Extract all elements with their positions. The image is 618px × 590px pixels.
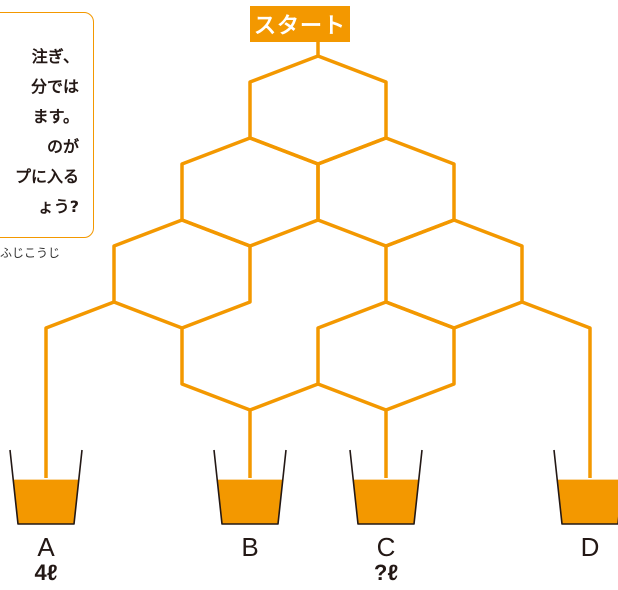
pipe-to-cup-a [44, 300, 115, 478]
hex-third-left [112, 218, 252, 330]
cup-a-label: A [37, 532, 55, 562]
question-line-3: ます。 [32, 107, 79, 126]
hex-top [248, 54, 388, 166]
cup-a-outline [9, 449, 83, 525]
author-credit: ふじこうじ [0, 246, 61, 260]
cup-b-water [217, 479, 283, 524]
cup-d-water [557, 479, 618, 524]
hex-second-right [316, 136, 456, 248]
pipe-right-to-cup-b [249, 382, 319, 412]
cup-a-water [13, 479, 79, 524]
cups-layer [9, 449, 618, 525]
question-card: 注ぎ、 分では ます。 のが プに入る ょう? [0, 12, 94, 238]
pipe-to-cup-d [521, 300, 592, 478]
question-line-6: ょう? [37, 197, 79, 216]
cup-d-outline [553, 449, 618, 525]
cup-b-outline [213, 449, 287, 525]
cup-c-water [353, 479, 419, 524]
cup-c-outline [349, 449, 423, 525]
hex-second-left [180, 136, 320, 248]
start-label: スタート [250, 6, 350, 42]
cup-d-label: D [580, 532, 600, 562]
pipe-left-to-cup-b [180, 328, 252, 478]
question-line-2: 分では [30, 77, 79, 96]
question-line-1: 注ぎ、 [31, 47, 79, 66]
question-line-4: のが [46, 137, 79, 156]
hex-third-right [384, 218, 524, 330]
cup-c-label: C [376, 532, 396, 562]
cup-c-amount: ?ℓ [373, 560, 399, 585]
cup-b-label: B [241, 532, 259, 562]
question-line-5: プに入る [14, 167, 79, 186]
hex-bottom [316, 300, 456, 412]
cup-a-amount: 4ℓ [34, 560, 58, 585]
